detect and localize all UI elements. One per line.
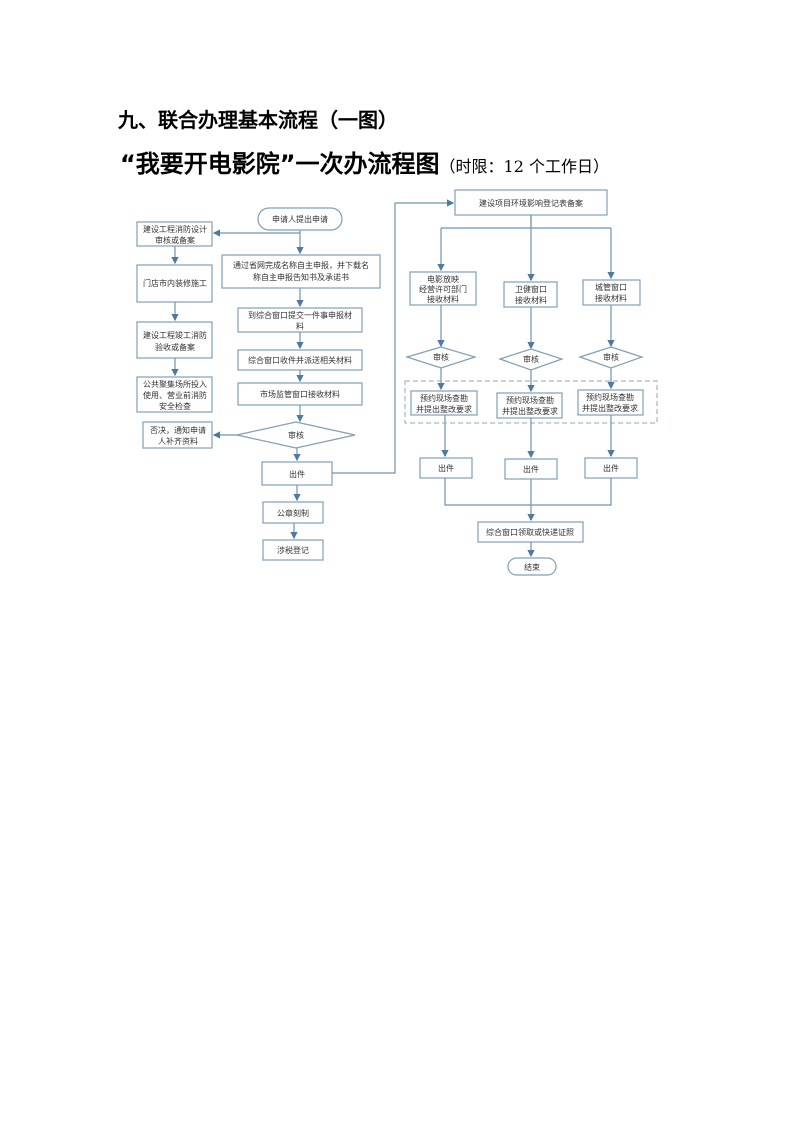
branch-film-license: 电影放映 经营许可部门 接收材料 审核 预约现场查勘 并提出整改要求 出件 xyxy=(404,271,478,479)
svg-text:使用、营业前消防: 使用、营业前消防 xyxy=(143,390,207,400)
branch-urban-management: 城管窗口 接收材料 审核 预约现场查勘 并提出整改要求 出件 xyxy=(577,279,644,479)
svg-text:结束: 结束 xyxy=(524,562,540,572)
svg-text:预约现场查勘: 预约现场查勘 xyxy=(506,395,554,405)
svg-text:预约现场查勘: 预约现场查勘 xyxy=(420,393,468,403)
svg-text:出件: 出件 xyxy=(289,469,305,479)
env-registration-box: 建设项目环境影响登记表备案 xyxy=(454,189,608,216)
svg-text:验收或备案: 验收或备案 xyxy=(155,342,195,352)
svg-text:公章刻制: 公章刻制 xyxy=(277,508,309,518)
svg-text:预约现场查勘: 预约现场查勘 xyxy=(586,392,634,402)
svg-text:料: 料 xyxy=(296,321,304,331)
svg-text:综合窗口领取或快递证照: 综合窗口领取或快递证照 xyxy=(486,527,574,537)
svg-text:接收材料: 接收材料 xyxy=(515,295,547,305)
svg-text:审核: 审核 xyxy=(523,354,539,364)
submit-materials-box: 到综合窗口提交一件事申报材 料 xyxy=(237,307,363,333)
renovation-box: 门店市内装修施工 xyxy=(136,264,213,303)
svg-text:经营许可部门: 经营许可部门 xyxy=(419,284,467,294)
end-node: 结束 xyxy=(507,557,557,576)
svg-text:城管窗口: 城管窗口 xyxy=(595,282,627,292)
svg-text:出件: 出件 xyxy=(603,463,619,473)
reject-box: 否决，通知申请 人补齐资料 xyxy=(142,421,213,449)
svg-text:并提出整改要求: 并提出整改要求 xyxy=(416,404,472,414)
fire-acceptance-box: 建设工程竣工消防 验收或备案 xyxy=(136,321,213,359)
branch-health: 卫健窗口 接收材料 审核 预约现场查勘 并提出整改要求 出件 xyxy=(496,281,564,480)
svg-text:建设项目环境影响登记表备案: 建设项目环境影响登记表备案 xyxy=(479,198,583,208)
tax-box: 涉税登记 xyxy=(262,539,324,561)
flowchart-title: “我要开电影院”一次办流程图（时限：12 个工作日） xyxy=(120,144,609,179)
svg-text:涉税登记: 涉税登记 xyxy=(277,545,309,555)
dispatch-box: 综合窗口收件并派送相关材料 xyxy=(237,349,363,371)
review-diamond: 审核 xyxy=(236,421,356,449)
name-declaration-box: 通过省网完成名称自主申报，并下载名 称自主申报告知书及承诺书 xyxy=(221,254,381,289)
svg-text:出件: 出件 xyxy=(523,464,539,474)
section-heading: 九、联合办理基本流程（一图） xyxy=(118,108,398,132)
flowchart-title-main: “我要开电影院”一次办流程图 xyxy=(120,150,440,178)
svg-text:人补齐资料: 人补齐资料 xyxy=(158,436,198,446)
svg-text:建设工程竣工消防: 建设工程竣工消防 xyxy=(143,330,207,340)
fire-design-review-box: 建设工程消防设计 审核或备案 xyxy=(136,221,213,247)
svg-text:审核: 审核 xyxy=(433,352,449,362)
svg-text:并提出整改要求: 并提出整改要求 xyxy=(582,403,638,413)
issue-box: 出件 xyxy=(261,461,333,486)
svg-text:综合窗口收件并派送相关材料: 综合窗口收件并派送相关材料 xyxy=(248,355,352,365)
seal-box: 公章刻制 xyxy=(262,501,324,524)
svg-text:卫健窗口: 卫健窗口 xyxy=(515,284,547,294)
svg-text:审核: 审核 xyxy=(288,430,304,440)
svg-text:否决，通知申请: 否决，通知申请 xyxy=(150,425,206,435)
svg-text:审核或备案: 审核或备案 xyxy=(155,235,195,245)
svg-text:通过省网完成名称自主申报，并下载名: 通过省网完成名称自主申报，并下载名 xyxy=(233,260,369,270)
svg-text:申请人提出申请: 申请人提出申请 xyxy=(272,214,328,224)
collect-certificate-box: 综合窗口领取或快递证照 xyxy=(477,521,584,543)
svg-text:电影放映: 电影放映 xyxy=(427,274,459,284)
svg-text:门店市内装修施工: 门店市内装修施工 xyxy=(143,278,207,288)
svg-text:建设工程消防设计: 建设工程消防设计 xyxy=(143,224,207,234)
svg-text:接收材料: 接收材料 xyxy=(427,294,459,304)
svg-text:到综合窗口提交一件事申报材: 到综合窗口提交一件事申报材 xyxy=(248,310,352,320)
inspection-group-dashed xyxy=(404,380,658,424)
start-node: 申请人提出申请 xyxy=(257,207,343,231)
svg-text:审核: 审核 xyxy=(603,352,619,362)
connectors xyxy=(171,199,615,558)
svg-text:接收材料: 接收材料 xyxy=(595,293,627,303)
svg-text:并提出整改要求: 并提出整改要求 xyxy=(502,406,558,416)
safety-check-box: 公共聚集场所投入 使用、营业前消防 安全检查 xyxy=(136,376,213,413)
svg-text:出件: 出件 xyxy=(438,463,454,473)
svg-text:称自主申报告知书及承诺书: 称自主申报告知书及承诺书 xyxy=(253,272,349,282)
svg-text:安全检查: 安全检查 xyxy=(159,401,191,411)
svg-text:市场监管窗口接收材料: 市场监管窗口接收材料 xyxy=(260,389,340,399)
svg-text:公共聚集场所投入: 公共聚集场所投入 xyxy=(143,379,207,389)
market-receive-box: 市场监管窗口接收材料 xyxy=(237,382,363,406)
time-limit-note: （时限：12 个工作日） xyxy=(439,157,609,176)
